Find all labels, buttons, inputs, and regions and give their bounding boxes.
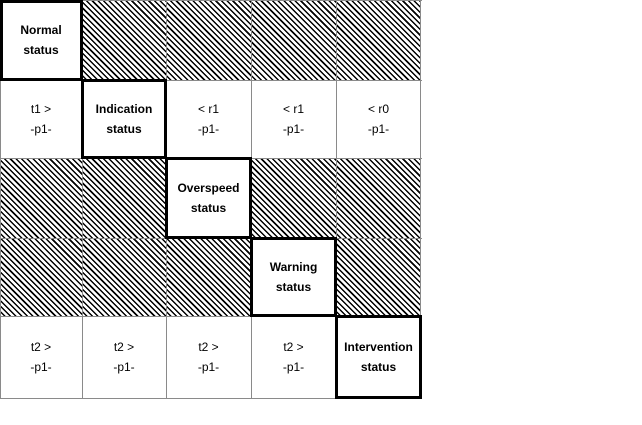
hatched-cell	[0, 158, 82, 238]
hatched-cell	[336, 0, 421, 80]
hatched-cell	[0, 238, 82, 316]
hatched-cell	[82, 0, 166, 80]
state-label-line2: status	[23, 43, 59, 57]
transition-cell: t2 > -p1-	[166, 316, 251, 398]
hatched-cell	[336, 158, 421, 238]
hatched-cell	[166, 238, 251, 316]
transition-priority: -p1-	[30, 360, 52, 374]
grid-line-horizontal	[0, 0, 422, 1]
transition-priority: -p1-	[282, 360, 305, 374]
state-label-line1: Indication	[95, 102, 153, 116]
grid-line-vertical	[336, 0, 337, 399]
transition-condition: t2 >	[30, 340, 52, 354]
state-label-line2: status	[360, 360, 397, 374]
grid-line-vertical	[0, 0, 1, 399]
transition-priority: -p1-	[282, 122, 305, 136]
state-label-line1: Intervention	[344, 340, 413, 354]
state-label-line1: Normal	[20, 23, 62, 37]
state-cell: Normal status	[0, 0, 82, 80]
transition-cell: < r1 -p1-	[251, 80, 336, 158]
grid-line-vertical	[82, 0, 83, 399]
transition-cell: t2 > -p1-	[0, 316, 82, 398]
state-label-line2: status	[275, 280, 312, 294]
grid-line-vertical	[420, 0, 421, 399]
transition-priority: -p1-	[367, 122, 390, 136]
state-label-line1: Overspeed	[177, 181, 240, 195]
hatched-cell	[166, 0, 251, 80]
transition-cell: t2 > -p1-	[82, 316, 166, 398]
state-label-line2: status	[190, 201, 227, 215]
state-cell: Indication status	[82, 80, 166, 158]
transition-priority: -p1-	[197, 360, 220, 374]
transition-condition: t2 >	[113, 340, 135, 354]
hatched-cell	[82, 238, 166, 316]
state-cell: Overspeed status	[166, 158, 251, 238]
transition-condition: t1 >	[30, 102, 52, 116]
state-transition-matrix: Normal status t1 > -p1- Indication status < r1…	[0, 0, 422, 399]
hatched-cell	[251, 0, 336, 80]
transition-priority: -p1-	[113, 360, 135, 374]
grid-line-horizontal	[0, 238, 422, 239]
hatched-cell	[251, 158, 336, 238]
grid-line-horizontal	[0, 158, 422, 159]
transition-priority: -p1-	[197, 122, 220, 136]
hatched-cell	[82, 158, 166, 238]
grid-line-horizontal	[0, 80, 422, 81]
transition-condition: < r1	[282, 102, 304, 116]
grid-line-horizontal	[0, 316, 422, 317]
transition-cell: < r0 -p1-	[336, 80, 421, 158]
state-label-line2: status	[106, 122, 142, 136]
transition-cell: t1 > -p1-	[0, 80, 82, 158]
grid-line-vertical	[166, 0, 167, 399]
transition-condition: t2 >	[283, 340, 304, 354]
transition-priority: -p1-	[30, 122, 52, 136]
transition-cell: < r1 -p1-	[166, 80, 251, 158]
grid-line-vertical	[251, 0, 252, 399]
hatched-cell	[336, 238, 421, 316]
transition-condition: < r1	[197, 102, 219, 116]
transition-condition: < r0	[367, 102, 389, 116]
state-cell: Intervention status	[336, 316, 421, 398]
transition-cell: t2 > -p1-	[251, 316, 336, 398]
grid-line-horizontal	[0, 398, 422, 399]
transition-condition: t2 >	[198, 340, 219, 354]
state-cell: Warning status	[251, 238, 336, 316]
state-label-line1: Warning	[269, 260, 318, 274]
